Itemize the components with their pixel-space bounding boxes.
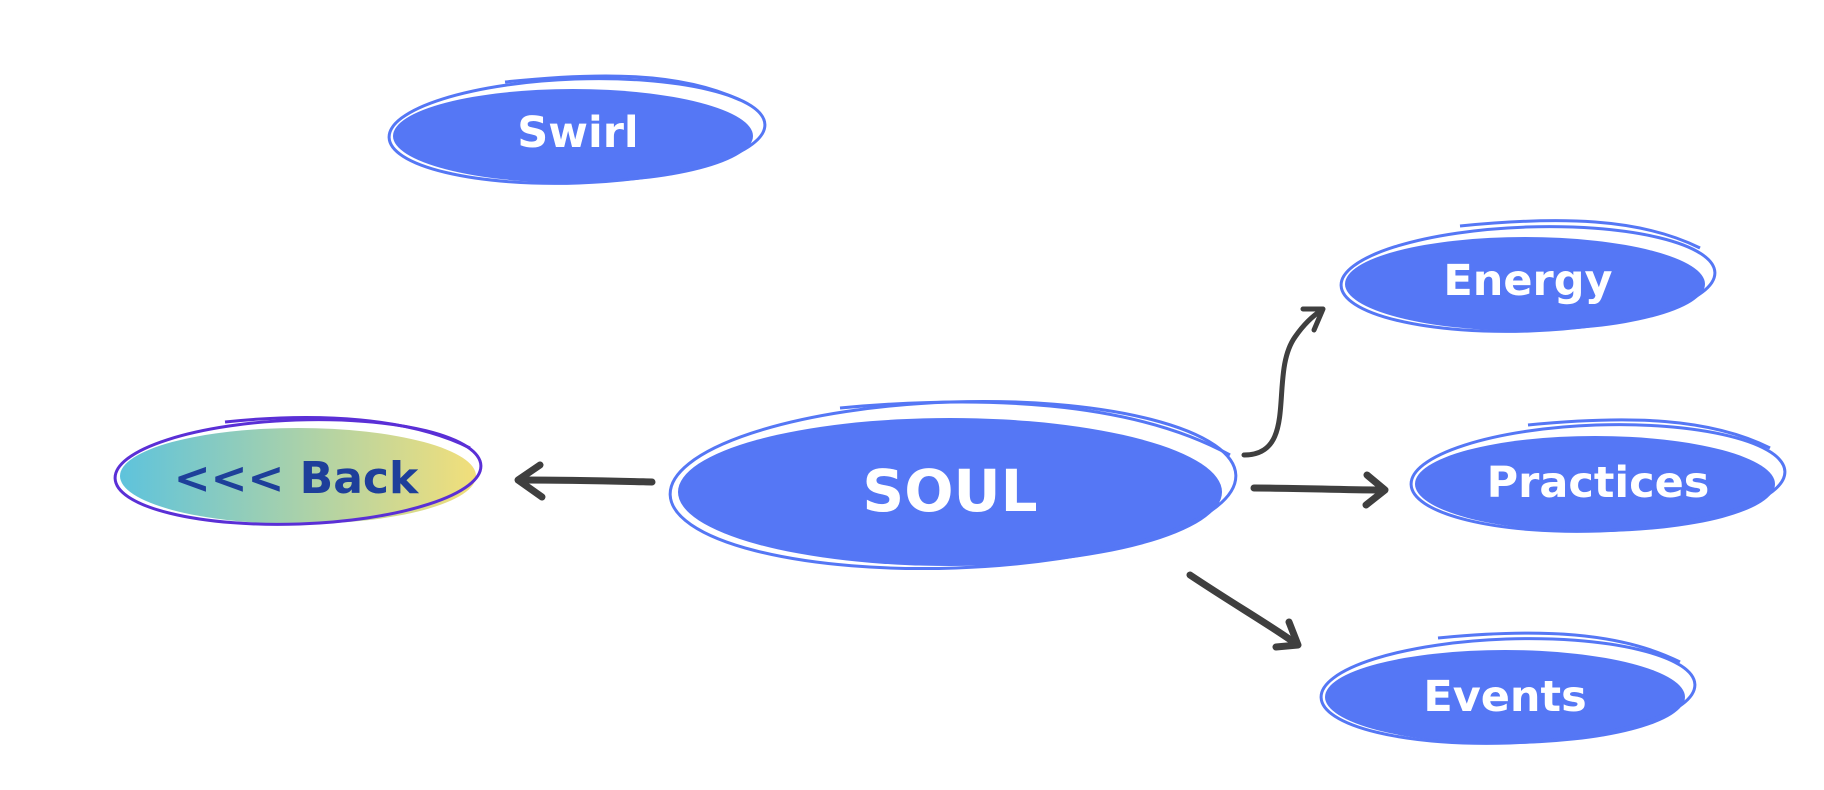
node-events-label: Events — [1423, 672, 1586, 722]
node-swirl-label: Swirl — [517, 108, 638, 158]
node-soul[interactable]: SOUL — [667, 392, 1238, 578]
node-practices[interactable]: Practices — [1409, 418, 1787, 538]
node-soul-label: SOUL — [862, 457, 1037, 525]
node-events[interactable]: Events — [1319, 631, 1697, 750]
node-energy-label: Energy — [1443, 256, 1612, 306]
arrow-soul-to-back — [514, 461, 656, 501]
back-button-label: <<< Back — [174, 453, 420, 504]
node-energy[interactable]: Energy — [1339, 219, 1717, 338]
arrow-soul-to-energy — [1241, 306, 1326, 458]
back-button[interactable]: <<< Back — [113, 414, 483, 531]
node-swirl[interactable]: Swirl — [387, 72, 767, 189]
arrow-soul-to-practices — [1250, 471, 1389, 509]
arrow-soul-to-events — [1186, 571, 1302, 651]
node-practices-label: Practices — [1487, 458, 1710, 508]
